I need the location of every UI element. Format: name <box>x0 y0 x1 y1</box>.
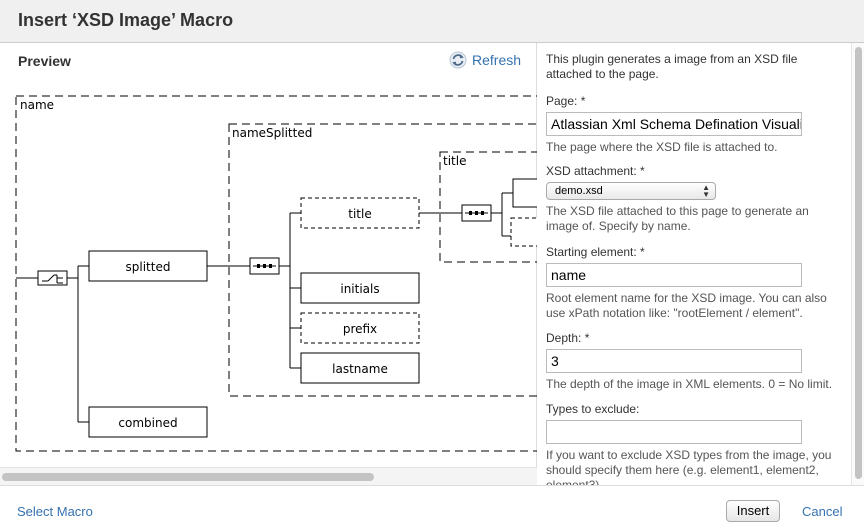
starting-element-input[interactable]: name <box>546 263 802 287</box>
sequence-compositor-icon <box>249 257 280 275</box>
group-title-label: title <box>443 154 466 168</box>
group-title <box>439 151 537 263</box>
xsd-attachment-help: The XSD file attached to this page to ge… <box>546 204 809 233</box>
element-splitted <box>88 250 208 282</box>
xsd-attachment-field: XSD attachment: * demo.xsd ▲▼ The XSD fi… <box>546 164 846 234</box>
page-label: Page: * <box>546 94 586 108</box>
group-namesplitted <box>228 123 537 397</box>
element-lastname-label: lastname <box>332 362 388 376</box>
element-title <box>300 197 420 229</box>
page-field: Page: * Atlassian Xml Schema Defination … <box>546 94 846 155</box>
starting-element-field: Starting element: * name Root element na… <box>546 245 846 321</box>
preview-label: Preview <box>18 53 71 69</box>
refresh-icon <box>449 51 467 69</box>
sequence-compositor-icon <box>461 204 492 222</box>
vertical-scrollbar[interactable] <box>851 43 864 485</box>
element-combined <box>88 406 208 438</box>
refresh-button[interactable]: Refresh <box>449 51 521 69</box>
xsd-diagram-svg: name nameSplitted title <box>15 95 537 452</box>
dialog-footer: Select Macro Insert Cancel <box>0 485 864 529</box>
group-name-label: name <box>20 98 54 112</box>
vertical-scrollbar-thumb[interactable] <box>855 47 862 479</box>
select-arrows-icon: ▲▼ <box>702 183 710 199</box>
types-to-exclude-field: Types to exclude: If you want to exclude… <box>546 402 846 485</box>
depth-help: The depth of the image in XML elements. … <box>546 377 833 391</box>
xsd-diagram[interactable]: name nameSplitted title <box>0 77 537 467</box>
element-initials <box>300 272 420 304</box>
macro-parameters-panel: This plugin generates a image from an XS… <box>538 43 864 485</box>
group-name <box>15 95 537 452</box>
refresh-label: Refresh <box>472 52 522 68</box>
xsd-attachment-select[interactable]: demo.xsd ▲▼ <box>546 182 716 200</box>
xsd-attachment-value: demo.xsd <box>555 185 603 197</box>
element-combined-label: combined <box>118 416 177 430</box>
horizontal-scrollbar-thumb[interactable] <box>2 473 374 481</box>
xsd-attachment-label: XSD attachment: * <box>546 164 645 178</box>
element-lastname <box>300 352 420 384</box>
depth-input[interactable]: 3 <box>546 349 802 373</box>
select-macro-link[interactable]: Select Macro <box>17 504 93 519</box>
element-clipped <box>512 178 537 208</box>
page-help: The page where the XSD file is attached … <box>546 140 778 154</box>
element-initials-label: initials <box>340 282 379 296</box>
starting-element-label: Starting element: * <box>546 245 645 259</box>
element-title-label: title <box>348 207 371 221</box>
cancel-link[interactable]: Cancel <box>802 504 843 519</box>
types-to-exclude-help: If you want to exclude XSD types from th… <box>546 448 832 485</box>
starting-element-help: Root element name for the XSD image. You… <box>546 291 827 320</box>
preview-panel: Preview Refresh name nameSplitted title <box>0 43 537 485</box>
types-to-exclude-input[interactable] <box>546 420 802 444</box>
dialog-header: Insert ‘XSD Image’ Macro <box>0 0 864 43</box>
insert-button[interactable]: Insert <box>726 500 780 522</box>
element-prefix-label: prefix <box>343 322 377 336</box>
element-clipped <box>510 217 537 247</box>
preview-header: Preview Refresh <box>0 43 537 77</box>
dialog-title: Insert ‘XSD Image’ Macro <box>18 10 234 30</box>
page-input[interactable]: Atlassian Xml Schema Defination Visualiz… <box>546 112 802 136</box>
choice-compositor-icon <box>37 270 68 286</box>
element-splitted-label: splitted <box>126 260 171 274</box>
depth-label: Depth: * <box>546 331 590 345</box>
types-to-exclude-label: Types to exclude: <box>546 402 640 416</box>
element-prefix <box>300 312 420 344</box>
group-namesplitted-label: nameSplitted <box>232 126 312 140</box>
depth-field: Depth: * 3 The depth of the image in XML… <box>546 331 846 392</box>
plugin-description: This plugin generates a image from an XS… <box>546 52 798 81</box>
horizontal-scrollbar[interactable] <box>0 467 537 485</box>
